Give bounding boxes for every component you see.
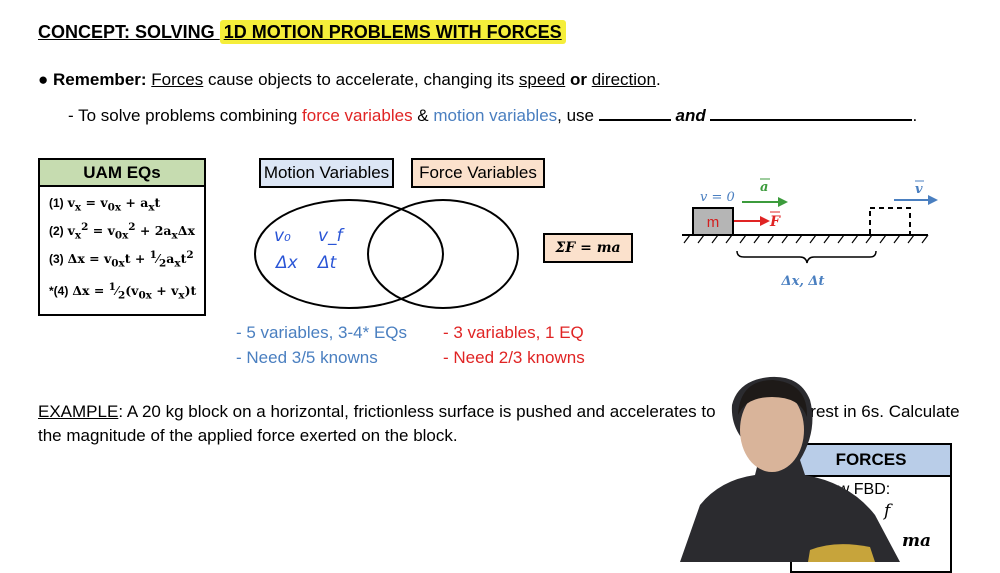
amp-text: & xyxy=(412,106,434,125)
example-text-a: : A 20 kg block on a horizontal, frictio… xyxy=(118,402,716,421)
bullet: ● xyxy=(38,70,49,89)
eq-number: (1) xyxy=(49,196,64,210)
direction-word: direction xyxy=(591,70,656,89)
example-text: EXAMPLE: A 20 kg block on a horizontal, … xyxy=(38,400,968,448)
block-diagram: m v = 0 a F v Δx, Δt xyxy=(682,178,938,289)
final-position-block xyxy=(869,207,911,236)
forces-line-3: ma xyxy=(902,531,932,551)
dx-dt-label: Δx, Δt xyxy=(781,274,825,289)
force-label: F xyxy=(769,214,781,230)
remember-label: Remember: xyxy=(53,70,147,89)
motion-variables-text: motion variables xyxy=(433,106,558,125)
presenter-shirt-logo xyxy=(808,544,875,562)
velocity-arrowhead xyxy=(928,195,938,205)
remember-line: ● Remember: Forces cause objects to acce… xyxy=(38,70,661,90)
v0-label: v = 0 xyxy=(700,190,735,205)
solve-period: . xyxy=(912,106,918,125)
force-variables-text: force variables xyxy=(302,106,413,125)
force-note-1: - 3 variables, 1 EQ xyxy=(443,323,584,342)
uam-equations-box: UAM EQs (1) vx = v0x + axt (2) vx2 = v0x… xyxy=(38,158,206,316)
and-word: and xyxy=(675,106,706,125)
forces-title: FORCES xyxy=(792,445,950,477)
force-note-2: - Need 2/3 knowns xyxy=(443,348,585,367)
page-title: CONCEPT: SOLVING 1D MOTION PROBLEMS WITH… xyxy=(38,20,566,44)
solve-text-1: - To solve problems combining xyxy=(68,106,303,125)
sum-force-box: ΣF = ma xyxy=(543,233,633,263)
force-variables-box: Force Variables xyxy=(411,158,545,188)
uam-eq-4: *(4) Δx = 1⁄2(v0x + vx)t xyxy=(49,281,197,302)
remember-text-1: cause objects to accelerate, changing it… xyxy=(203,70,519,89)
accel-arrowhead xyxy=(778,197,788,207)
example-text-b: rest in 6s. Calculate the magnitude of t… xyxy=(38,402,960,445)
mass-block xyxy=(692,207,734,236)
eq-number: *(4) xyxy=(49,284,69,299)
motion-note-1: - 5 variables, 3-4* EQs xyxy=(236,323,408,342)
forces-word: Forces xyxy=(151,70,204,89)
title-prefix: CONCEPT: SOLVING xyxy=(38,22,220,42)
uam-eq-1: (1) vx = v0x + axt xyxy=(49,195,161,214)
handwritten-dx: Δx xyxy=(276,253,298,273)
handwritten-v0: v₀ xyxy=(274,226,291,246)
handwritten-dt: Δt xyxy=(318,253,337,273)
ground-hatch xyxy=(683,234,929,244)
presenter-face xyxy=(740,388,804,472)
venn-diagram xyxy=(254,199,519,309)
presenter-body xyxy=(680,376,900,562)
solve-text-2: , use xyxy=(557,106,599,125)
accel-label: a xyxy=(760,180,768,195)
handwritten-vf: v_f xyxy=(318,226,343,246)
mass-label: m xyxy=(707,214,720,231)
uam-eq-3: (3) Δx = v0xt + 1⁄2axt2 xyxy=(49,249,194,270)
solve-line: - To solve problems combining force vari… xyxy=(68,105,917,126)
or-word: or xyxy=(565,70,592,89)
force-arrowhead xyxy=(760,216,770,226)
forces-line-2: f xyxy=(884,501,891,521)
remember-period: . xyxy=(655,70,661,89)
speed-word: speed xyxy=(518,70,566,89)
motion-circle xyxy=(254,199,444,309)
presenter-hair xyxy=(738,380,808,417)
example-label: EXAMPLE xyxy=(38,402,119,421)
uam-title: UAM EQs xyxy=(40,160,204,187)
velocity-label: v xyxy=(915,182,923,197)
presenter-figure xyxy=(680,376,900,562)
motion-note-2: - Need 3/5 knowns xyxy=(236,348,378,367)
title-highlight: 1D MOTION PROBLEMS WITH FORCES xyxy=(219,20,566,44)
eq-number: (3) xyxy=(49,252,64,267)
distance-brace xyxy=(736,250,877,264)
motion-variables-box: Motion Variables xyxy=(259,158,394,188)
blank-2 xyxy=(710,105,913,121)
uam-eq-2: (2) vx2 = v0x2 + 2axΔx xyxy=(49,221,195,242)
blank-1 xyxy=(598,105,671,121)
eq-number: (2) xyxy=(49,224,64,239)
force-circle xyxy=(367,199,519,309)
